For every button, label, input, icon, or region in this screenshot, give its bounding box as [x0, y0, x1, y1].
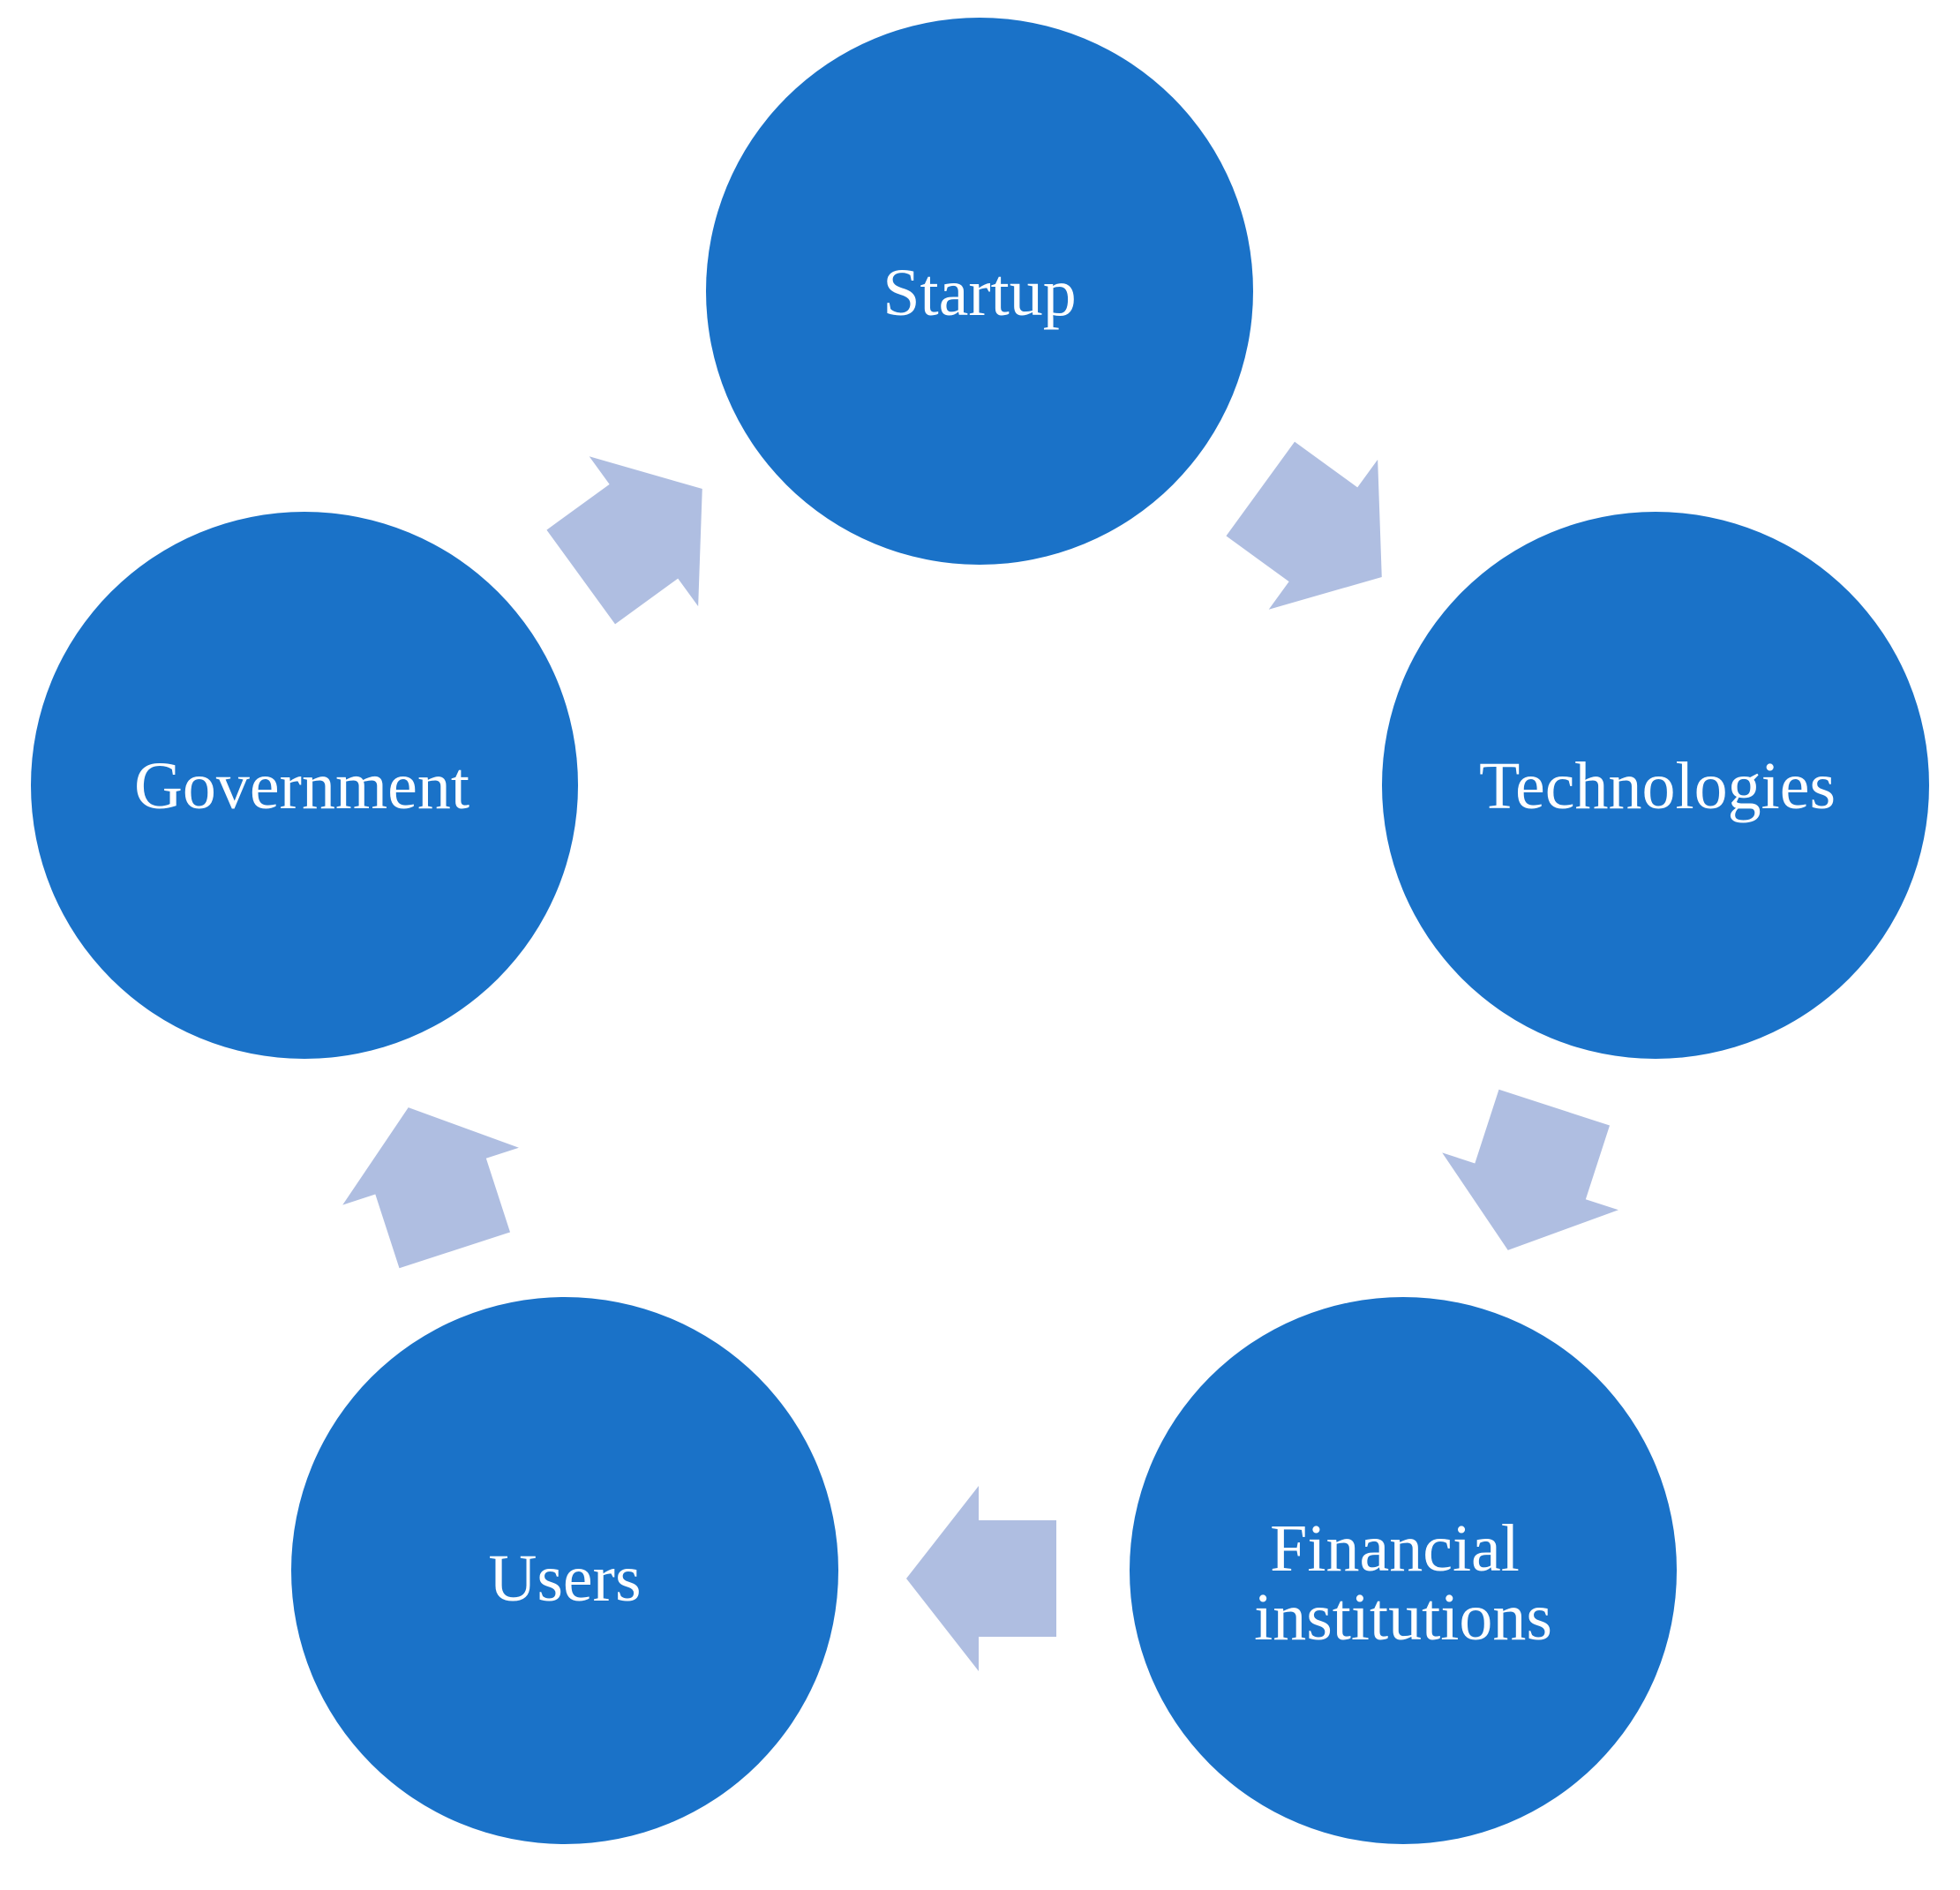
node-label-government: Government	[134, 749, 469, 823]
arrow-technologies-to-financial-institutions	[1442, 1089, 1618, 1250]
node-circle-startup	[706, 18, 1253, 565]
node-circle-government	[31, 512, 578, 1059]
node-label-financial-institutions: Financial institutions	[1254, 1511, 1552, 1654]
cycle-node-labels: Startup Technologies Financial instituti…	[134, 256, 1836, 1654]
arrow-government-to-startup	[546, 456, 702, 625]
node-label-startup: Startup	[882, 256, 1077, 330]
arrow-financial-institutions-to-users	[906, 1486, 1056, 1671]
node-label-users: Users	[488, 1541, 641, 1616]
cycle-arrows	[342, 441, 1618, 1671]
node-circle-financial-institutions	[1130, 1297, 1677, 1844]
node-label-financial-institutions-line1: Financial	[1270, 1511, 1520, 1586]
node-label-financial-institutions-line2: institutions	[1254, 1580, 1552, 1654]
cycle-nodes	[31, 18, 1929, 1844]
node-label-technologies: Technologies	[1479, 749, 1836, 823]
arrow-startup-to-technologies	[1226, 441, 1382, 610]
arrow-users-to-government	[342, 1107, 519, 1269]
node-circle-users	[291, 1297, 838, 1844]
node-circle-technologies	[1382, 512, 1929, 1059]
